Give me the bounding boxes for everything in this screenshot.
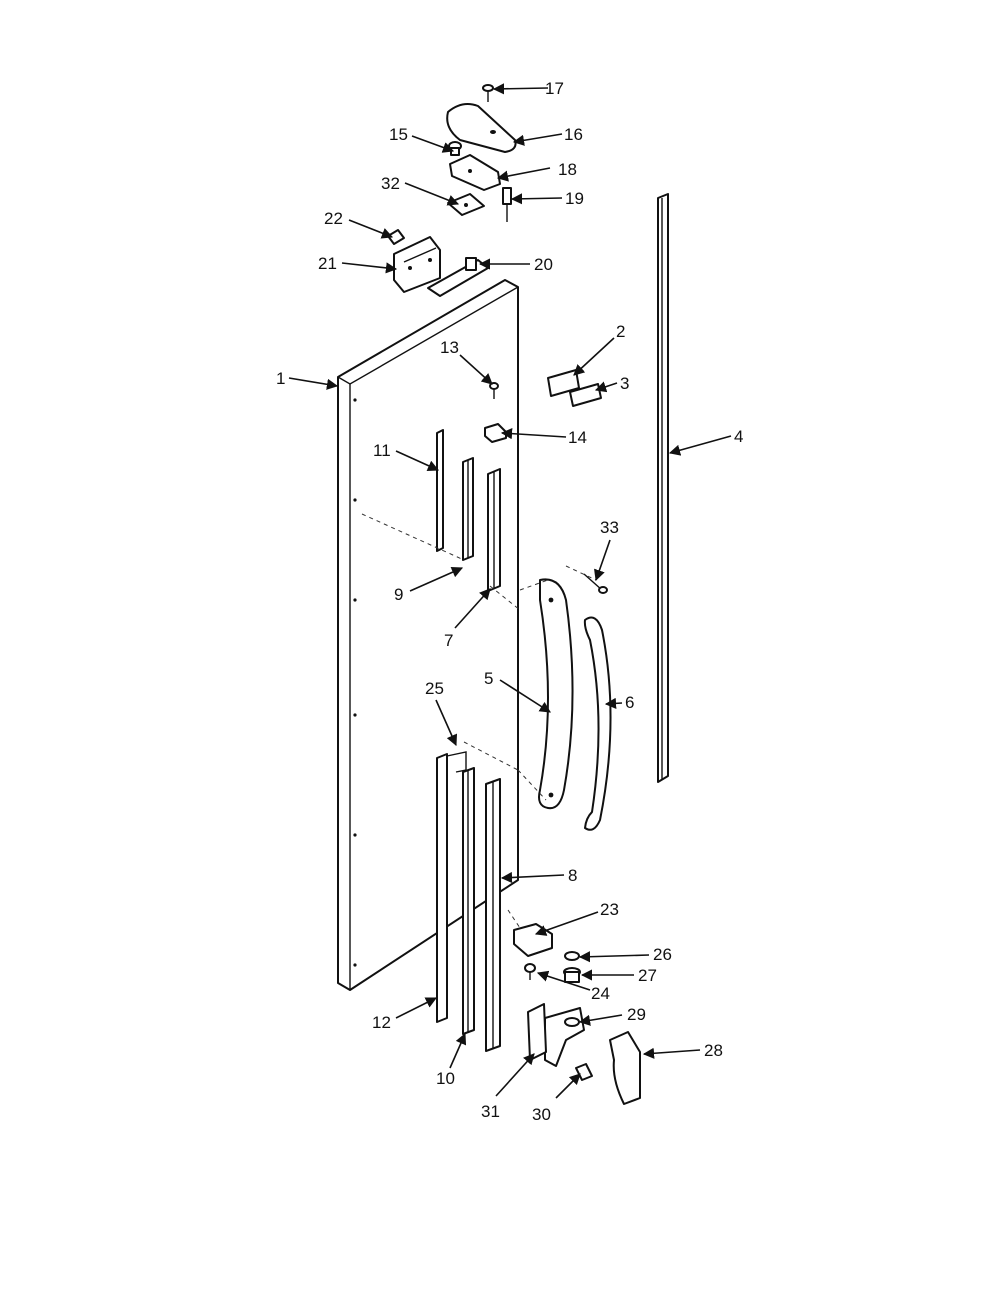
callout-31: 31 [481, 1102, 500, 1121]
top-hinge [449, 154, 501, 191]
callout-26: 26 [653, 945, 672, 964]
handle-trim [583, 616, 612, 831]
callout-1: 1 [276, 369, 285, 388]
hinge-shim [447, 193, 485, 216]
callout-32: 32 [381, 174, 400, 193]
callout-17: 17 [545, 79, 564, 98]
handle-screw [583, 573, 608, 594]
callout-13: 13 [440, 338, 459, 357]
lower-bracket [513, 923, 553, 957]
hinge-cover-lower [609, 1031, 641, 1105]
hinge-washer [575, 1063, 593, 1081]
callout-9: 9 [394, 585, 403, 604]
callout-30: 30 [532, 1105, 551, 1124]
callout-33: 33 [600, 518, 619, 537]
callout-12: 12 [372, 1013, 391, 1032]
callout-leaders [288, 83, 732, 1099]
callout-5: 5 [484, 669, 493, 688]
hinge-bracket [393, 236, 441, 293]
callout-25: 25 [425, 679, 444, 698]
callout-6: 6 [625, 693, 634, 712]
door-gasket-strip [657, 193, 669, 783]
callout-10: 10 [436, 1069, 455, 1088]
callout-3: 3 [620, 374, 629, 393]
bracket-screw [524, 963, 536, 980]
callout-14: 14 [568, 428, 587, 447]
hinge-spacer [527, 1003, 547, 1061]
lower-trim-strip-8 [485, 778, 501, 1052]
callout-28: 28 [704, 1041, 723, 1060]
callout-15: 15 [389, 125, 408, 144]
callout-22: 22 [324, 209, 343, 228]
callout-27: 27 [638, 966, 657, 985]
callout-11: 11 [373, 441, 391, 460]
callout-18: 18 [558, 160, 577, 179]
callout-23: 23 [600, 900, 619, 919]
hinge-cover [446, 103, 517, 153]
callout-16: 16 [564, 125, 583, 144]
callout-2: 2 [616, 322, 625, 341]
callout-4: 4 [734, 427, 743, 446]
upper-trim-strip-11 [436, 429, 444, 552]
hinge-nut [448, 141, 462, 156]
handle-base [538, 578, 574, 810]
upper-trim-strip-9 [462, 457, 474, 561]
callout-19: 19 [565, 189, 584, 208]
alignment-lines [361, 513, 597, 929]
door-pad [547, 369, 580, 397]
hinge-pin-lower [563, 967, 581, 983]
callout-24: 24 [591, 984, 610, 1003]
bottom-hinge [544, 1007, 585, 1067]
door-pad-backing [569, 383, 602, 407]
bushing [564, 951, 580, 961]
cover-screw [482, 84, 494, 102]
hinge-pin [502, 187, 512, 222]
callout-20: 20 [534, 255, 553, 274]
callout-21: 21 [318, 254, 337, 273]
lower-trim-strip-10 [462, 767, 475, 1035]
upper-trim-strip-7 [487, 468, 501, 592]
callout-8: 8 [568, 866, 577, 885]
lower-trim-strip-12 [436, 751, 467, 1023]
callout-labels: 17 16 15 18 32 19 22 21 20 2 13 1 3 4 14… [276, 79, 743, 1124]
clip-part [387, 229, 405, 245]
callout-7: 7 [444, 631, 453, 650]
callout-29: 29 [627, 1005, 646, 1024]
